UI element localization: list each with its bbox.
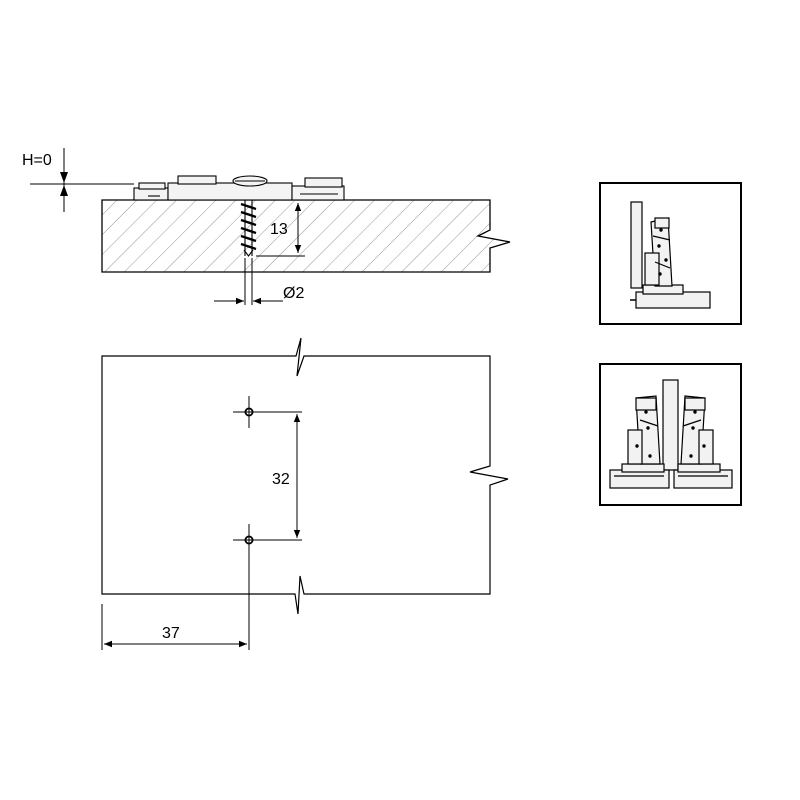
offset-label: 37 [162, 625, 180, 642]
panel-plan [101, 337, 509, 615]
screw [240, 200, 257, 257]
drill-hole-bottom [233, 524, 302, 650]
drill-hole-top [233, 396, 302, 428]
plan-view: 32 37 [101, 337, 509, 650]
hinge-double-icon [599, 363, 742, 506]
diameter-label: Ø2 [283, 285, 304, 302]
mounting-plate [133, 175, 345, 201]
section-view: H=0 13 Ø2 [22, 148, 511, 305]
depth-label: 13 [270, 221, 288, 238]
spacing-label: 32 [272, 471, 290, 488]
panel-section [101, 199, 511, 273]
h-zero-label: H=0 [22, 152, 52, 169]
hinge-single-icon [599, 182, 742, 325]
